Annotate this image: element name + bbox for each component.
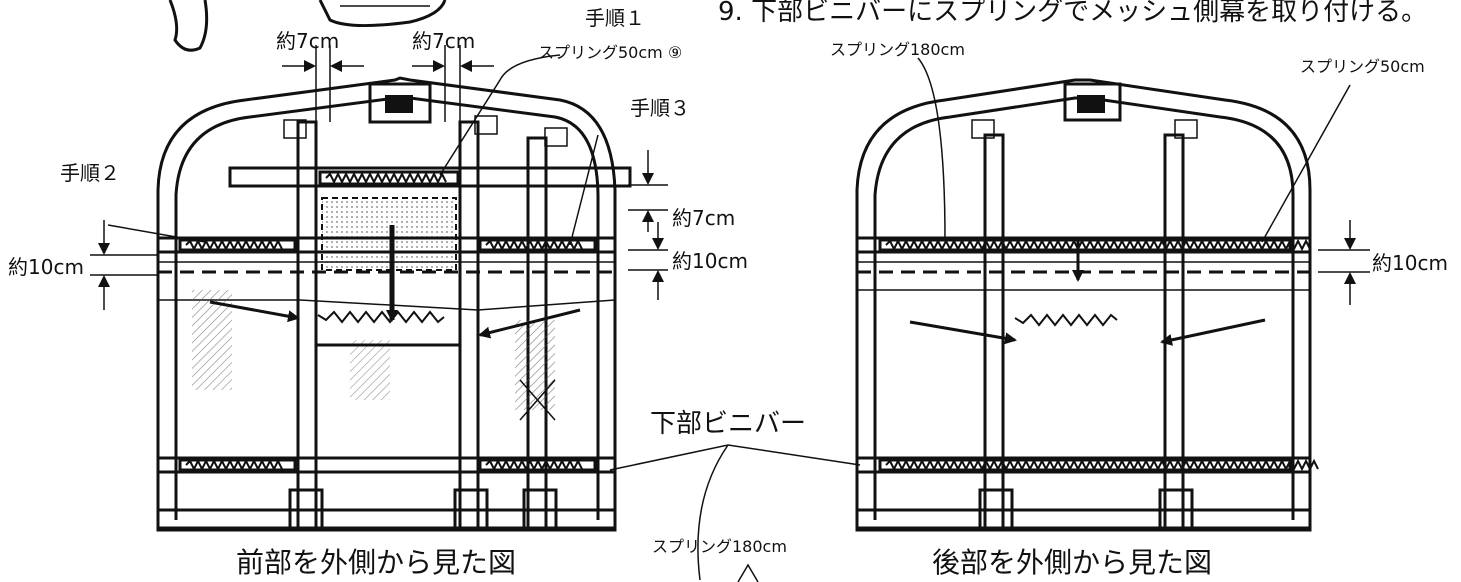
top-fragment-illustration (168, 0, 447, 52)
front-outer-frame (156, 76, 617, 532)
back-view-diagram (855, 57, 1370, 532)
front-offset-left-label: 約10cm (8, 255, 84, 279)
step-instruction-text: 9. 下部ビニバーにスプリングでメッシュ側幕を取り付ける。 (718, 0, 1427, 27)
spring-bottom-label: スプリング180cm (652, 537, 787, 556)
back-offset-label: 約10cm (1372, 251, 1448, 275)
back-outer-frame (855, 78, 1312, 532)
lower-bar-leaders (609, 444, 861, 582)
front-spring-top-label: スプリング50cm ⑨ (538, 43, 682, 62)
front-view-diagram (90, 45, 668, 532)
back-spring-long-label: スプリング180cm (830, 40, 965, 59)
lower-bar-label: 下部ビニバー (650, 409, 806, 439)
front-gap-left-label: 約7cm (276, 29, 339, 53)
back-view-caption: 後部を外側から見た図 (932, 546, 1212, 579)
front-step1-label: 手順１ (585, 6, 645, 30)
front-offset-lower-label: 約10cm (672, 249, 748, 273)
front-offset-upper-label: 約7cm (672, 206, 735, 230)
front-step3-label: 手順３ (630, 96, 690, 120)
front-gap-right-label: 約7cm (412, 29, 475, 53)
front-view-caption: 前部を外側から見た図 (236, 546, 516, 579)
back-spring-short-label: スプリング50cm (1300, 57, 1425, 76)
front-step2-label: 手順２ (60, 161, 120, 185)
